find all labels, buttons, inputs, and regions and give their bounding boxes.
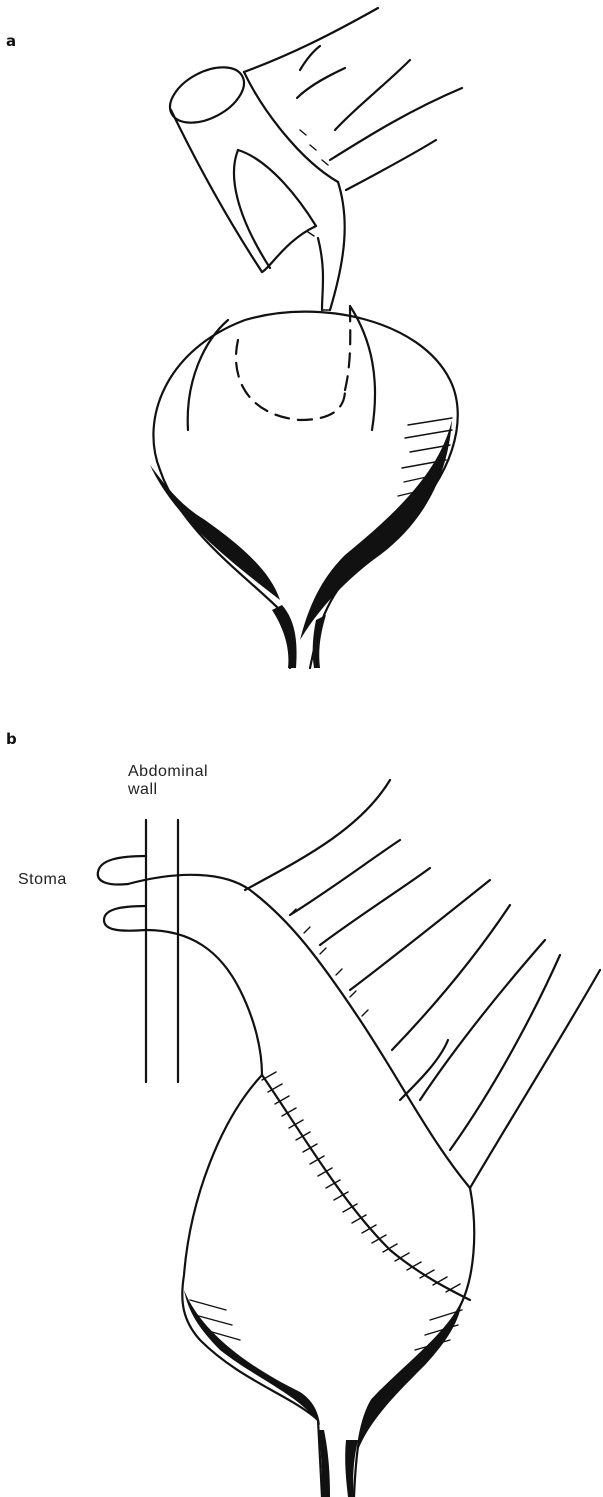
panel-b-figure xyxy=(98,780,600,1497)
panel-a-figure xyxy=(150,8,462,668)
stoma xyxy=(98,856,146,931)
suture-line xyxy=(262,1072,460,1292)
bladder-b xyxy=(182,1072,474,1497)
bladder-a xyxy=(150,306,458,668)
abdominal-wall xyxy=(146,820,178,1082)
bowel-conduit xyxy=(128,780,600,1188)
bowel-segment-a xyxy=(161,8,462,310)
